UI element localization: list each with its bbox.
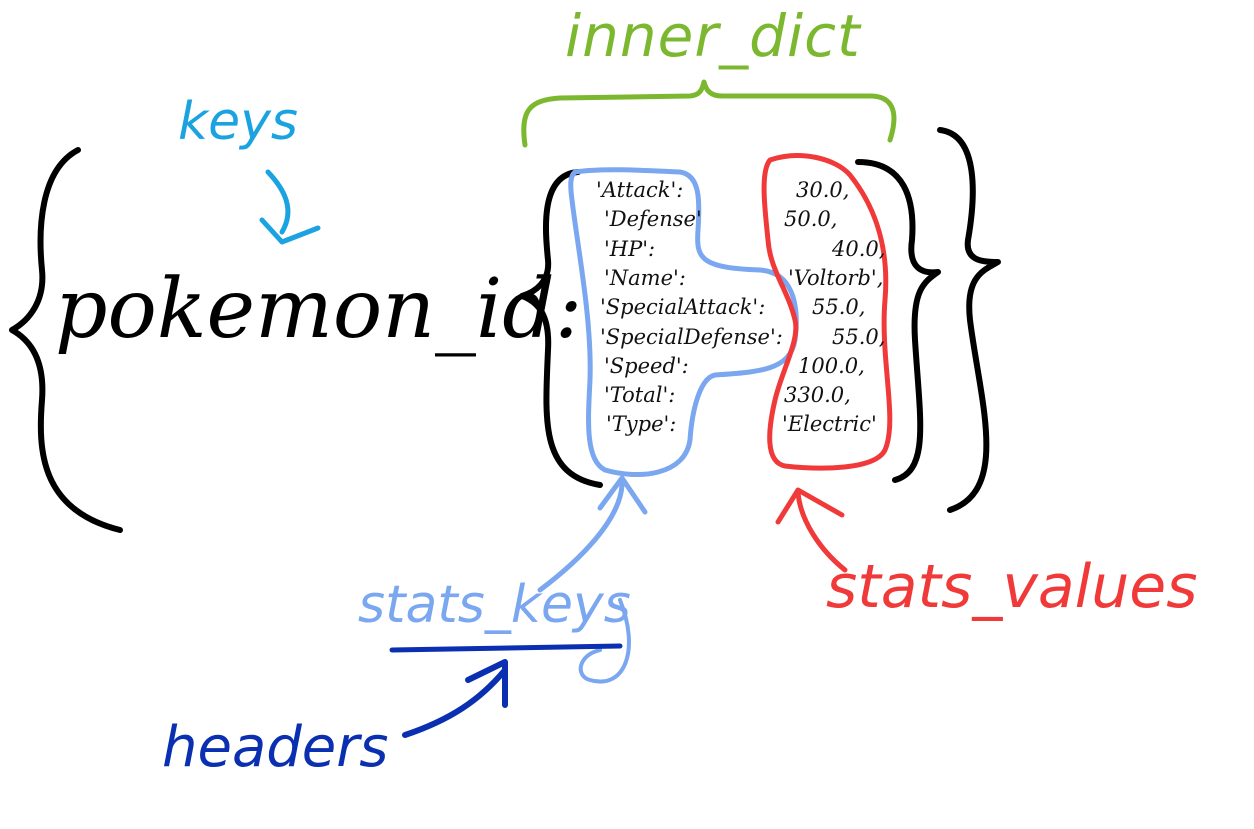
- stats-keys-arrowhead: [597, 475, 648, 515]
- stats-key: 'Type':: [606, 412, 677, 437]
- keys-label: keys: [178, 92, 298, 152]
- stats-values-label: stats_values: [826, 552, 1198, 622]
- inner-left-brace: [519, 169, 603, 488]
- keys-arrow: [265, 169, 291, 235]
- stats-keys-label: stats_keys: [358, 575, 631, 635]
- keys-arrowhead: [259, 217, 321, 245]
- headers-arrow: [402, 667, 508, 738]
- headers-label: headers: [162, 715, 389, 780]
- stats-key: 'Name':: [604, 265, 686, 290]
- stats-values-arrow: [795, 489, 848, 573]
- headers-arrowhead: [465, 659, 508, 708]
- stats-value: 'Electric': [782, 412, 877, 437]
- stats-key: 'HP':: [604, 236, 656, 261]
- stats-value: 100.0,: [798, 353, 865, 378]
- stats-value: 55.0,: [832, 324, 886, 349]
- outer-right-brace: [937, 127, 1001, 513]
- stats-key: 'SpecialAttack':: [600, 295, 766, 320]
- stats-value: 330.0,: [784, 383, 851, 408]
- inner-dict-label: inner_dict: [565, 2, 861, 70]
- outer-left-brace: [9, 147, 123, 533]
- stats-value: 40.0,: [832, 236, 886, 261]
- inner-dict-bracket: [521, 79, 897, 148]
- stats-key: 'Attack':: [596, 178, 684, 202]
- stats-keys-curl: [578, 598, 631, 684]
- stats-key: 'Total':: [604, 383, 676, 408]
- stats-key: 'SpecialDefense':: [600, 324, 783, 349]
- stats-key: 'Speed':: [604, 353, 689, 378]
- pokemon-id-key: pokemon_id:: [55, 262, 583, 357]
- stats-values-arrowhead: [775, 487, 845, 525]
- inner-right-brace: [855, 159, 941, 483]
- stats-value: 50.0,: [784, 207, 838, 232]
- stats-value: 30.0,: [796, 178, 850, 202]
- stats-value: 55.0,: [812, 295, 866, 320]
- stats-key: 'Defense': [604, 207, 702, 232]
- stats-keys-arrow: [537, 482, 625, 593]
- stats-value: 'Voltorb',: [788, 265, 884, 290]
- headers-underline: [389, 643, 623, 653]
- stats-values-outline: [761, 153, 893, 471]
- stats-keys-outline: [568, 167, 799, 478]
